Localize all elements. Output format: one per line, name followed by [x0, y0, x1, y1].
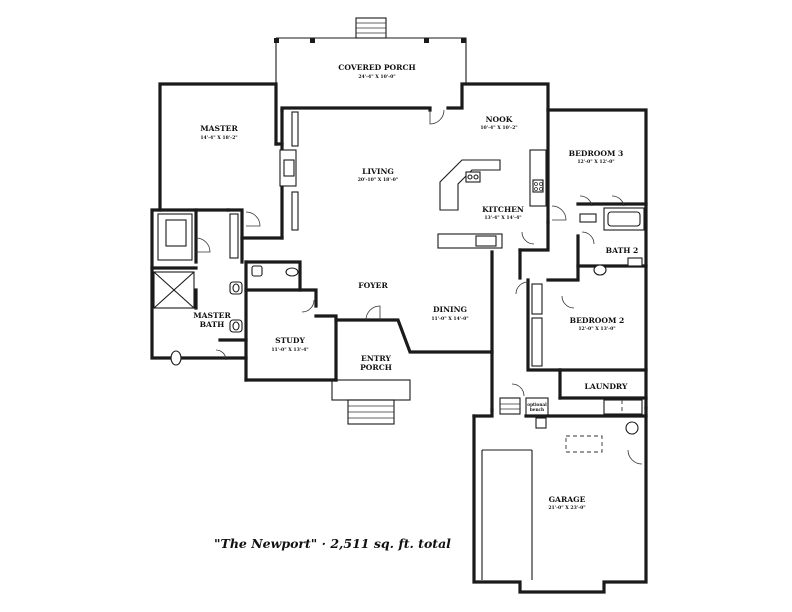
- exterior-walls: [150, 82, 648, 594]
- room-name-master-bath-2: BATH: [200, 320, 225, 329]
- room-dims-garage: 21'-0" X 23'-0": [548, 505, 585, 511]
- optional-bench-label-1: optional: [527, 402, 547, 407]
- room-name-master: MASTER: [200, 124, 238, 133]
- room-name-dining: DINING: [433, 305, 467, 314]
- room-name-covered-porch: COVERED PORCH: [338, 63, 415, 72]
- room-name-nook: NOOK: [486, 115, 513, 124]
- room-dims-dining: 11'-0" X 14'-0": [431, 316, 468, 322]
- room-dims-master: 14'-4" X 18'-2": [200, 135, 237, 141]
- room-dims-study: 11'-0" X 13'-4": [271, 347, 308, 353]
- optional-bench-label-2: bench: [530, 407, 544, 412]
- room-labels: COVERED PORCH 24'-4" X 10'-0" MASTER 14'…: [193, 63, 638, 511]
- plan-caption: "The Newport" · 2,511 sq. ft. total: [214, 536, 451, 551]
- room-name-bedroom2: BEDROOM 2: [570, 316, 625, 325]
- door-swings: [195, 109, 643, 465]
- room-dims-living: 20'-10" X 18'-0": [358, 177, 399, 183]
- room-dims-covered-porch: 24'-4" X 10'-0": [358, 74, 395, 80]
- room-name-laundry: LAUNDRY: [585, 382, 628, 391]
- room-name-bath2: BATH 2: [606, 246, 639, 255]
- room-dims-bedroom3: 12'-0" X 12'-0": [577, 159, 614, 165]
- room-name-garage: GARAGE: [549, 495, 586, 504]
- interior-walls: [150, 108, 648, 580]
- room-name-kitchen: KITCHEN: [482, 205, 524, 214]
- room-name-living: LIVING: [362, 167, 394, 176]
- room-name-entry-porch-2: PORCH: [360, 363, 392, 372]
- room-name-bedroom3: BEDROOM 3: [569, 149, 624, 158]
- room-name-entry-porch-1: ENTRY: [361, 354, 391, 363]
- room-name-study: STUDY: [275, 336, 305, 345]
- entry-porch-steps: [331, 379, 411, 425]
- covered-porch-outline: [274, 37, 467, 110]
- room-dims-bedroom2: 12'-0" X 13'-0": [578, 326, 615, 332]
- room-name-foyer: FOYER: [358, 281, 388, 290]
- room-dims-nook: 10'-4" X 10'-2": [480, 125, 517, 131]
- room-name-master-bath-1: MASTER: [193, 311, 231, 320]
- room-dims-kitchen: 13'-4" X 14'-4": [484, 215, 521, 221]
- porch-steps: [355, 17, 387, 39]
